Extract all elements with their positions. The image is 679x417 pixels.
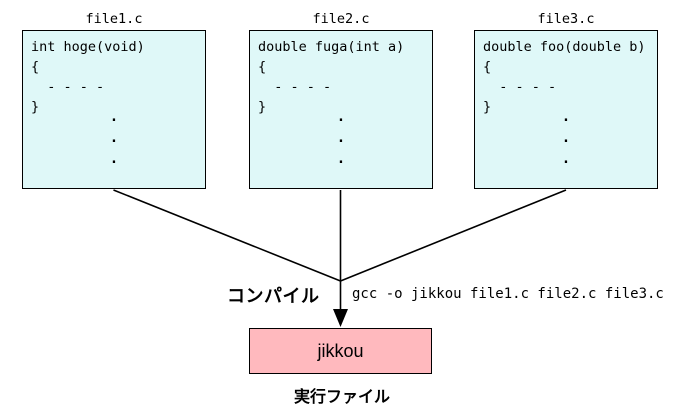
file3-code-snippet: double foo(double b) { - - - - } [483, 39, 646, 115]
file2-title: file2.c [312, 11, 370, 27]
file1-code-snippet: int hoge(void) { - - - - } [31, 39, 145, 115]
file2-source-box: double fuga(int a) { - - - - } . . . [249, 30, 433, 189]
file-group-1: file1.c int hoge(void) { - - - - } . . . [22, 8, 206, 189]
compile-command: gcc -o jikkou file1.c file2.c file3.c [352, 286, 664, 302]
file2-ellipsis-dots: . . . [336, 109, 346, 167]
file1-ellipsis-dots: . . . [109, 109, 119, 167]
file3-title: file3.c [537, 11, 595, 27]
flow-line-file3 [340, 189, 567, 282]
executable-caption: 実行ファイル [294, 389, 391, 406]
file-group-2: file2.c double fuga(int a) { - - - - } .… [249, 8, 433, 189]
file-group-3: file3.c double foo(double b) { - - - - }… [474, 8, 658, 189]
file3-source-box: double foo(double b) { - - - - } . . . [474, 30, 658, 189]
file3-ellipsis-dots: . . . [561, 109, 571, 167]
file1-title: file1.c [85, 11, 143, 27]
executable-box-label: jikkou [317, 340, 364, 361]
file1-source-box: int hoge(void) { - - - - } . . . [22, 30, 206, 189]
compile-label: コンパイル [227, 286, 320, 306]
arrow-down-icon [333, 309, 348, 327]
file2-code-snippet: double fuga(int a) { - - - - } [258, 39, 405, 115]
executable-box: jikkou [249, 328, 432, 374]
flow-line-file1 [113, 189, 341, 282]
